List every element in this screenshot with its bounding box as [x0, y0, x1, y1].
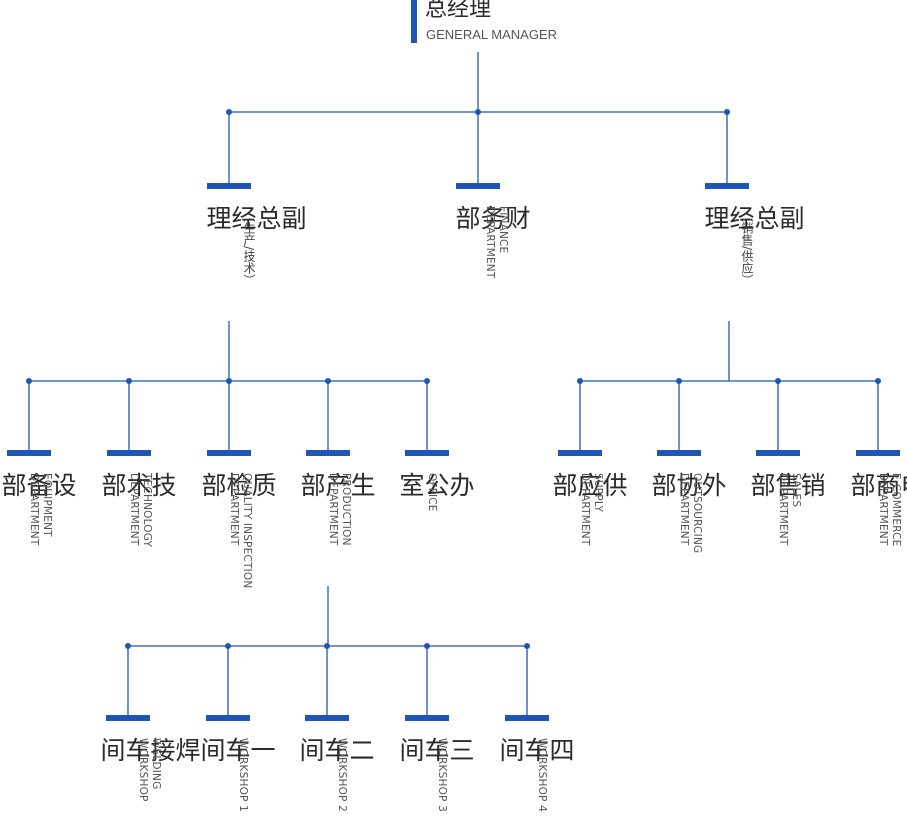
node-title-en: WORKSHOP 3 — [435, 738, 448, 812]
node-title-cn: 副总经理 — [203, 205, 307, 230]
node-title-cn: 四车间 — [496, 737, 575, 762]
node-title-en: WORKSHOP 1 — [236, 738, 249, 812]
accent-bar — [207, 450, 251, 456]
node-title-cn: 二车间 — [296, 737, 375, 762]
node-title-en-line: FINANCE — [497, 206, 509, 254]
node-title-en-line: WORKSHOP 4 — [536, 738, 548, 813]
node-title-en-line: WELDING — [150, 738, 162, 790]
node-title-en-line: TECHNOLOGY — [141, 473, 153, 548]
node-title-en-line: DEPARTMENT — [678, 473, 690, 546]
node-title-en-line: DEPARTMENT — [877, 473, 889, 546]
accent-bar — [106, 715, 150, 721]
node-title-cn: 财务部 — [452, 205, 531, 230]
general-manager-accent-bar — [411, 0, 417, 43]
accent-bar — [306, 450, 350, 456]
accent-bar — [756, 450, 800, 456]
accent-bar — [505, 715, 549, 721]
accent-bar — [405, 450, 449, 456]
node-title-en: WORKSHOP 4 — [535, 738, 548, 812]
node-title-en-line: DEPARTMENT — [777, 473, 789, 546]
accent-bar — [7, 450, 51, 456]
node-title-cn: 三车间 — [396, 737, 475, 762]
node-title-en-line: E-COMMERCE — [890, 473, 902, 547]
node-title-en-line: WORKSHOP — [137, 738, 149, 802]
node-title-cn: 供应部 — [549, 472, 628, 497]
node-title-en-line: WORKSHOP 3 — [436, 738, 448, 813]
accent-bar — [207, 183, 251, 189]
node-title-en-line: DEPARTMENT — [228, 473, 240, 546]
node-subtitle: （生产/技术） — [242, 210, 256, 287]
node-title-cn: 销售部 — [747, 472, 826, 497]
node-title-cn: 技术部 — [98, 472, 177, 497]
node-title-en-line: DEPARTMENT — [579, 473, 591, 546]
node-title-en-line: OUTSOURCING — [691, 473, 703, 554]
accent-bar — [856, 450, 900, 456]
node-title-cn: 副总经理 — [701, 205, 805, 230]
node-title-en-line: WORKSHOP 1 — [237, 738, 249, 813]
node-title-cn: 一车间 — [197, 737, 276, 762]
node-title-cn: 设备部 — [0, 472, 77, 497]
accent-bar — [705, 183, 749, 189]
node-subtitle: （销售/供应） — [740, 210, 754, 287]
node-title-en: OFFICE — [425, 473, 438, 512]
node-title-en-line: DEPARTMENT — [28, 473, 40, 546]
node-title-cn: 质检部 — [198, 472, 277, 497]
node-title-en-line: EQUIPMENT — [41, 473, 53, 537]
general-manager-title: 总经理 — [425, 0, 492, 22]
node-title-en: WORKSHOP 2 — [335, 738, 348, 812]
node-title-cn: 焊接车间 — [97, 737, 201, 762]
node-title-en-line: WORKSHOP 2 — [336, 738, 348, 813]
general-manager-subtitle: GENERAL MANAGER — [426, 27, 557, 42]
node-title-en-line: SUPPLY — [592, 473, 604, 513]
node-title-cn: 外协部 — [648, 472, 727, 497]
accent-bar — [206, 715, 250, 721]
node-title-en-line: OFFICE — [426, 473, 438, 512]
accent-bar — [405, 715, 449, 721]
node-title-en-line: DEPARTMENT — [128, 473, 140, 546]
node-title-cn: 生产部 — [297, 472, 376, 497]
node-title-en-line: PRODUCTION — [340, 473, 352, 546]
node-title-en-line: DEPARTMENT — [484, 206, 496, 279]
accent-bar — [558, 450, 602, 456]
accent-bar — [305, 715, 349, 721]
node-title-en-line: DEPARTMENT — [327, 473, 339, 546]
accent-bar — [657, 450, 701, 456]
node-title-en-line: QUALITY INSPECTION — [241, 473, 253, 589]
accent-bar — [107, 450, 151, 456]
node-title-cn: 电商部 — [847, 472, 907, 497]
node-title-cn: 办公室 — [396, 472, 475, 497]
accent-bar — [456, 183, 500, 189]
node-title-en-line: SALES — [790, 473, 802, 508]
